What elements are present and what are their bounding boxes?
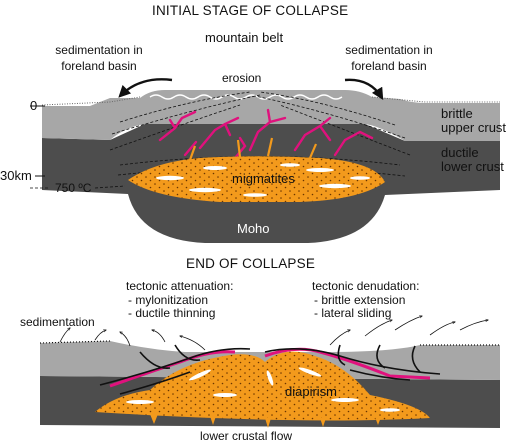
sed-right-line2: foreland basin (351, 59, 427, 73)
sedimentation-label: sedimentation (20, 315, 95, 329)
end-stage-title: END OF COLLAPSE (186, 256, 316, 271)
brittle-label: brittle (441, 106, 473, 121)
depth-30km-label: 30km (0, 168, 32, 183)
denudation-item-2: - lateral sliding (314, 306, 392, 320)
migmatite-dikes (188, 137, 318, 161)
denudation-title: tectonic denudation: (312, 279, 420, 293)
sed-right-line1: sedimentation in (345, 43, 433, 57)
erosion-arrow-left (118, 78, 173, 98)
upper-crust-label: upper crust (441, 120, 507, 135)
lower-crustal-flow-label: lower crustal flow (200, 429, 293, 443)
sed-left-line1: sedimentation in (55, 43, 143, 57)
isotherm-750 (30, 185, 126, 189)
initial-stage-panel (30, 78, 500, 243)
erosion-arrow-right (344, 78, 384, 101)
migmatite-lenses (156, 163, 370, 197)
mountain-belt-label: mountain belt (205, 30, 284, 45)
melt-veins (158, 108, 374, 160)
lower-crust-label: lower crust (441, 159, 504, 174)
denudation-item-1: - brittle extension (314, 293, 406, 307)
sed-left-line2: foreland basin (61, 59, 137, 73)
diapirism-label: diapirism (285, 384, 338, 399)
erosion-surface (149, 94, 343, 100)
end-stage-panel (39, 316, 500, 428)
ductile-label: ductile (441, 145, 479, 160)
erosion-label: erosion (222, 71, 262, 85)
upper-crust-initial (42, 90, 500, 141)
detachment-faults (99, 344, 441, 395)
attenuation-title: tectonic attenuation: (126, 279, 234, 293)
dome-lenses (126, 367, 400, 412)
migmatites-label: migmatites (232, 171, 295, 186)
moho-label: Moho (237, 221, 270, 236)
attenuation-item-1: - mylonitization (128, 293, 209, 307)
isotherm-label: 750 ºC (55, 181, 92, 195)
sliding-arrows (59, 316, 488, 351)
attenuation-item-2: - ductile thinning (128, 306, 216, 320)
initial-stage-title: INITIAL STAGE OF COLLAPSE (152, 3, 349, 18)
depth-0-label: 0 (30, 98, 38, 113)
